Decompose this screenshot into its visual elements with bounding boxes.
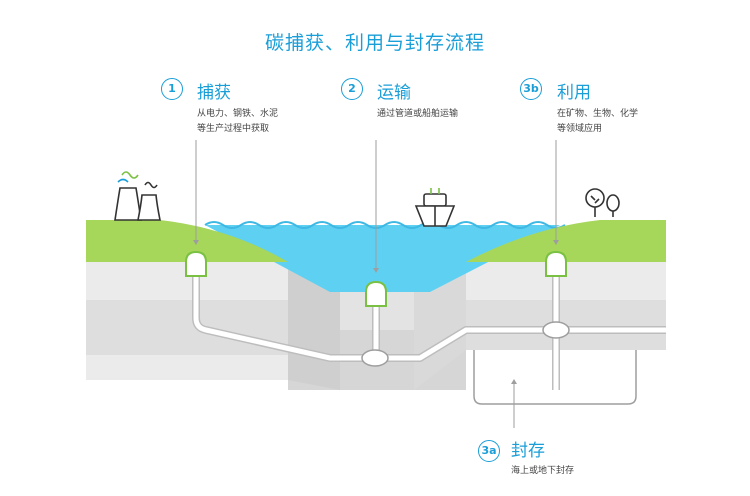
junction-icon — [361, 349, 389, 367]
step-badge-transport: 2 — [341, 78, 363, 100]
step-label-capture: 捕获 — [197, 83, 231, 103]
step-desc-utilize-2: 等领域应用 — [557, 124, 603, 134]
junction-icon — [542, 321, 570, 339]
ship-icon — [414, 188, 456, 227]
step-badge-storage: 3a — [478, 440, 500, 462]
grass-right — [466, 220, 666, 262]
step-desc-utilize-1: 在矿物、生物、化学 — [557, 109, 639, 119]
step-desc-capture-2: 等生产过程中获取 — [197, 124, 270, 134]
page-title: 碳捕获、利用与封存流程 — [264, 32, 485, 54]
storage-reservoir — [473, 350, 637, 405]
capsule-icon — [185, 250, 567, 307]
step-label-utilize: 利用 — [557, 83, 591, 103]
step-desc-storage-1: 海上或地下封存 — [511, 466, 575, 476]
step-desc-capture-1: 从电力、钢铁、水泥 — [197, 109, 279, 119]
tree-icon — [585, 188, 620, 217]
step-badge-capture: 1 — [161, 78, 183, 100]
step-desc-transport-1: 通过管道或船舶运输 — [377, 109, 459, 119]
factory-icon — [114, 171, 161, 221]
wave-line — [204, 221, 566, 229]
step-badge-utilize: 3b — [520, 78, 542, 100]
grass-left — [86, 220, 288, 262]
step-label-transport: 运输 — [377, 83, 411, 103]
pointer-lines — [195, 140, 557, 428]
sea-water — [205, 225, 560, 292]
step-label-storage: 封存 — [511, 441, 545, 461]
